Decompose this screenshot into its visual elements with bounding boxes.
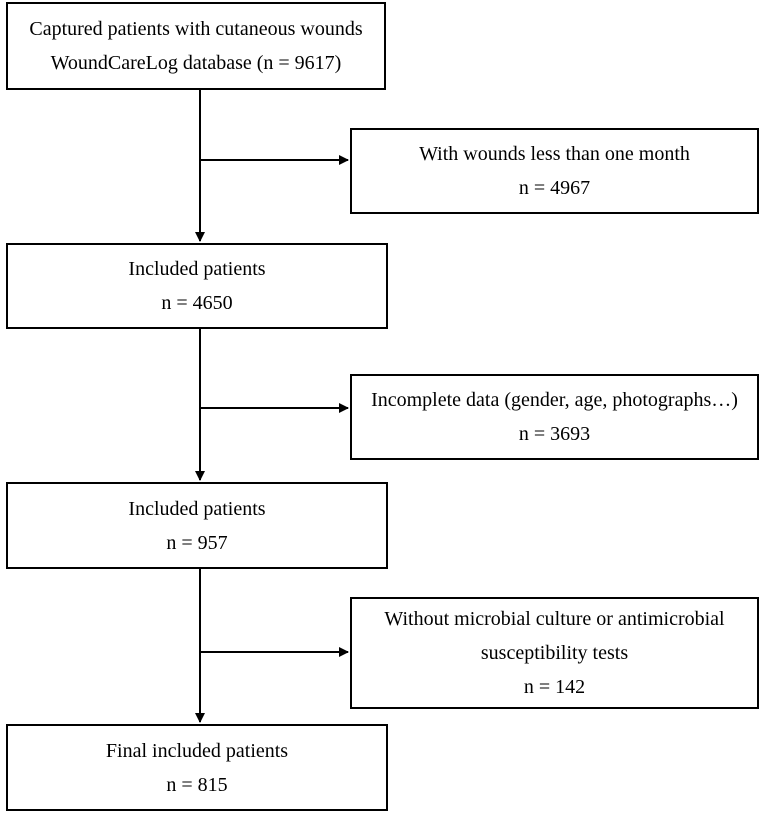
exclusion-box-1: With wounds less than one month n = 4967 <box>350 128 759 214</box>
included-box-1-line1: Included patients <box>128 258 266 280</box>
exclusion-box-1-line1: With wounds less than one month <box>419 143 690 165</box>
exclusion-box-1-line2: n = 4967 <box>518 177 591 199</box>
exclusion-box-3-line3: n = 142 <box>523 676 586 698</box>
included-box-2-line2: n = 957 <box>166 531 228 554</box>
included-box-1-line2: n = 4650 <box>161 292 233 314</box>
start-box-line2: WoundCareLog database (n = 9617) <box>50 52 342 74</box>
included-box-2: Included patients n = 957 <box>6 482 388 569</box>
exclusion-box-3-line2: susceptibility tests <box>480 642 629 664</box>
exclusion-box-2-line1: Incomplete data (gender, age, photograph… <box>371 389 738 411</box>
start-box-line1: Captured patients with cutaneous wounds <box>29 18 363 40</box>
included-box-1: Included patients n = 4650 <box>6 243 388 329</box>
included-box-2-line1: Included patients <box>128 497 266 520</box>
final-box-line2: n = 815 <box>166 773 228 796</box>
start-box: Captured patients with cutaneous wounds … <box>6 2 386 90</box>
exclusion-box-3: Without microbial culture or antimicrobi… <box>350 597 759 709</box>
final-box-line1: Final included patients <box>105 739 289 762</box>
exclusion-box-3-line1: Without microbial culture or antimicrobi… <box>384 608 725 630</box>
final-box: Final included patients n = 815 <box>6 724 388 811</box>
exclusion-box-2-line2: n = 3693 <box>518 423 591 445</box>
exclusion-box-2: Incomplete data (gender, age, photograph… <box>350 374 759 460</box>
